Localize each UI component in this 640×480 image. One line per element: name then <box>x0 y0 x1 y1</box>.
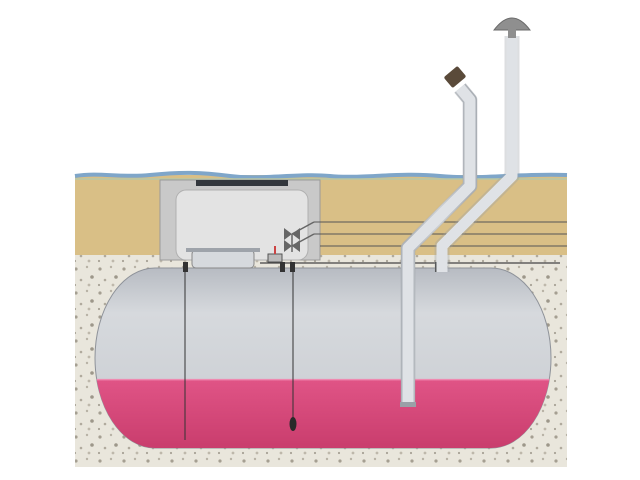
tank-liquid <box>95 379 551 448</box>
ground-surface-line <box>74 170 568 180</box>
internal-lines <box>184 262 297 440</box>
manhole-cover <box>196 180 288 186</box>
vent-pipe <box>434 17 532 272</box>
gauge-fitting <box>267 253 283 263</box>
vent-pipe-body <box>436 36 518 272</box>
fittings <box>267 221 315 263</box>
manhole-dome <box>191 249 255 269</box>
manhole-chamber <box>159 179 321 269</box>
foot-valve <box>289 417 297 431</box>
dome-flange <box>186 248 260 252</box>
storage-tank <box>94 267 552 449</box>
fill-pipe-cap <box>444 66 466 88</box>
vent-cap <box>492 17 532 31</box>
connector-pipe <box>291 221 315 252</box>
fill-pipe <box>400 66 478 407</box>
